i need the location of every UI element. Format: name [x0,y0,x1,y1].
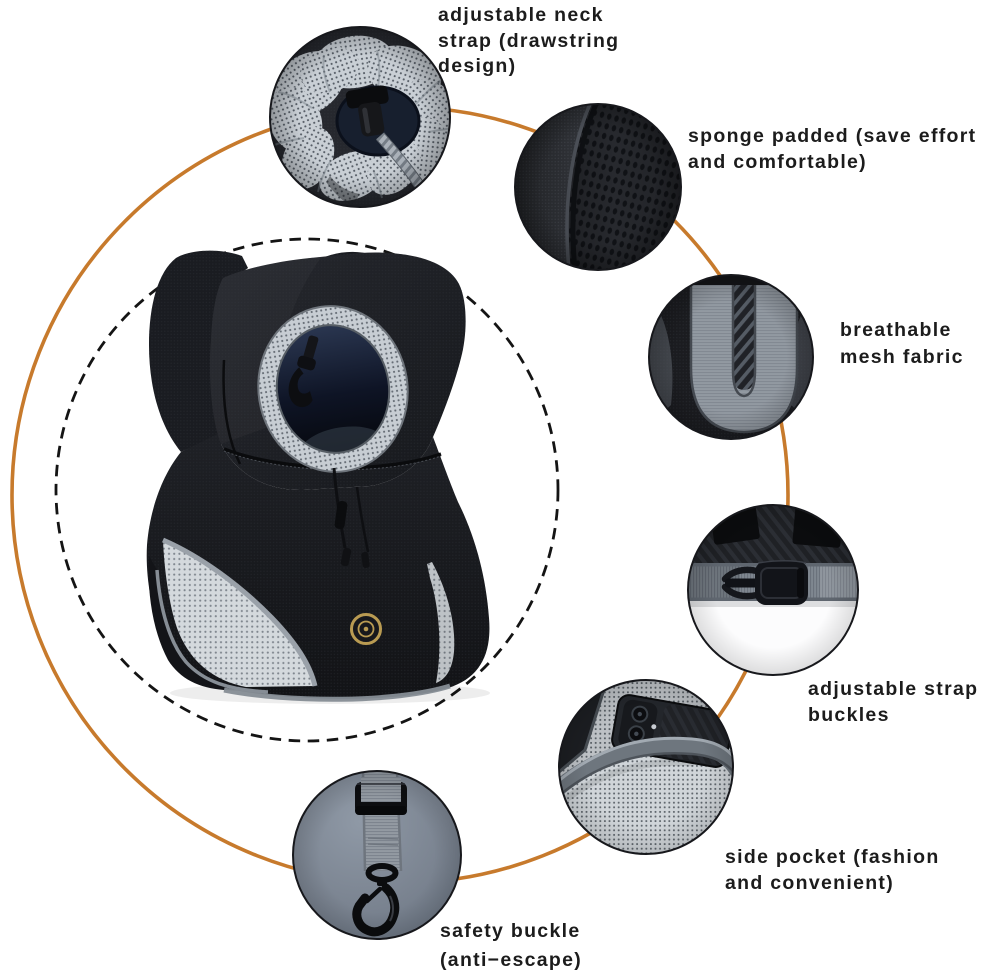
strap-buckles-detail-photo [687,504,859,676]
dashed-ring [54,237,560,743]
callout-label-neck-strap: adjustable neck strap (drawstring design… [438,4,620,77]
sponge-padding-detail-photo [514,103,682,271]
safety-buckle-detail-photo [292,770,462,940]
side-pocket-detail-photo [558,679,734,855]
backpack-product-photo [146,250,490,704]
bag-side-mesh-panel [163,540,315,687]
bag-opening-ring [257,305,409,473]
callout-label-buckles: adjustable strap buckles [808,678,979,726]
brand-badge [350,613,382,645]
drawcord-toggle [334,500,348,530]
breathable-mesh-detail-photo [648,274,814,440]
callout-label-safety: safety buckle (anti−escape) [440,920,583,971]
drawstring-detail-photo [269,26,451,208]
callout-label-pocket: side pocket (fashion and convenient) [725,846,940,894]
inner-safety-clip [288,335,319,408]
callout-label-sponge: sponge padded (save effort and comfortab… [688,125,977,173]
callout-label-mesh: breathable mesh fabric [840,319,964,368]
